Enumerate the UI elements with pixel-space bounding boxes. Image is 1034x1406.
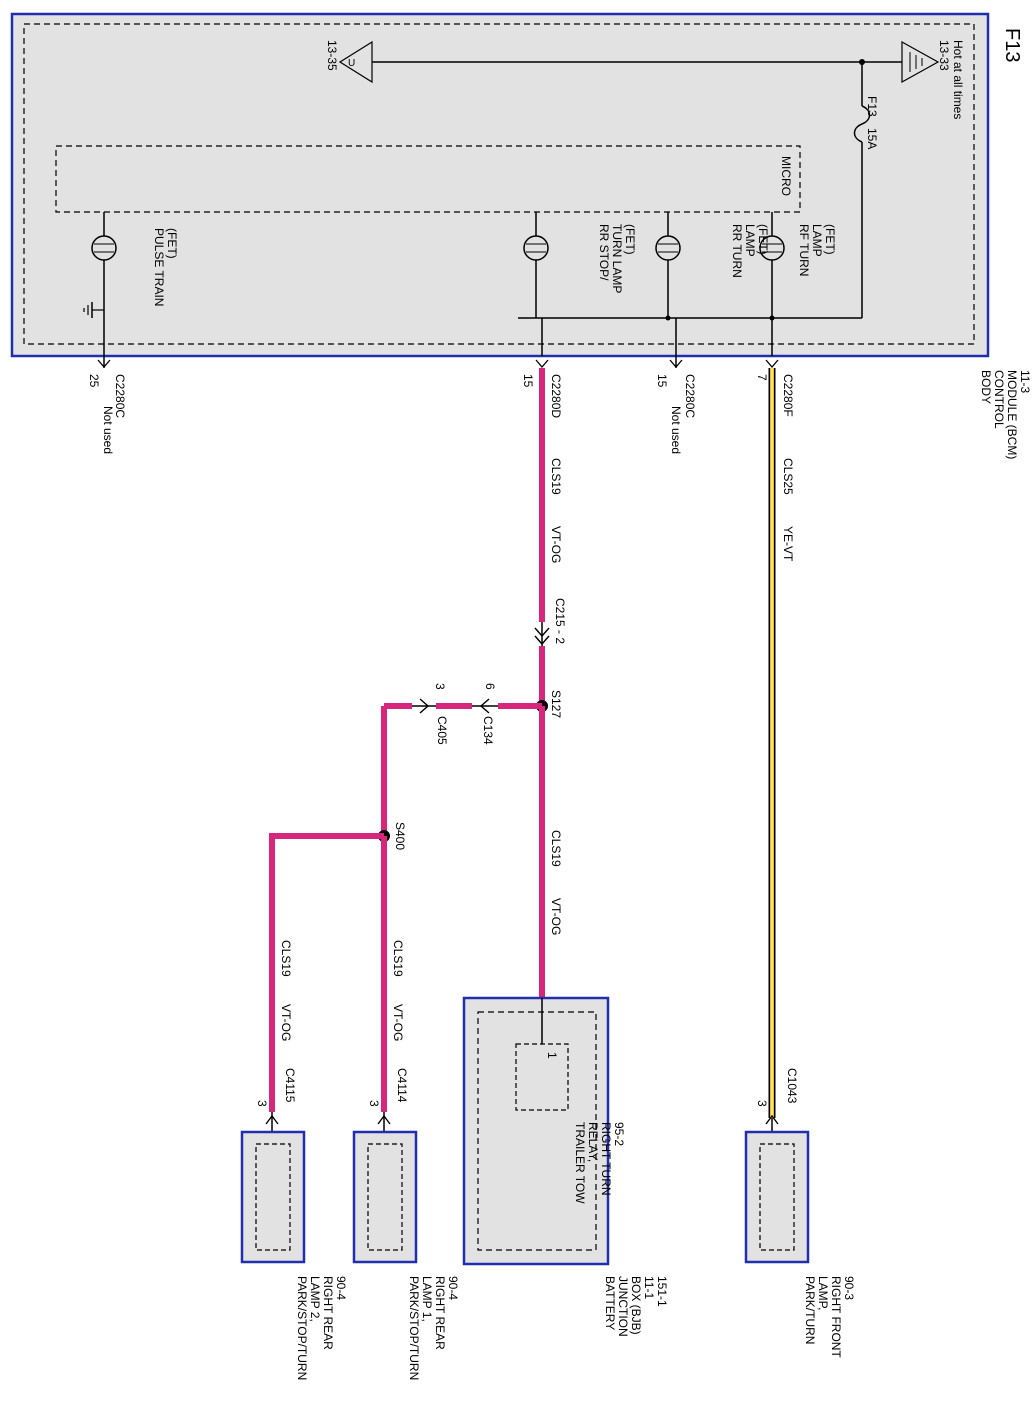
hot-at-all-times-label: Hot at all times — [951, 40, 965, 119]
c2280f-pin: 7 — [755, 374, 769, 381]
fet-pulse-train-label: PULSE TRAIN(FET) — [152, 228, 179, 306]
wire-lamp2-color: VT-OG — [279, 1004, 293, 1041]
c2280c-25-name: C2280C — [113, 374, 127, 418]
bcm-title: BODYCONTROLMODULE (BCM)11-3151-22 — [979, 370, 1034, 459]
c2280c-15-name: C2280C — [683, 374, 697, 418]
s127-label: S127 — [549, 690, 563, 718]
c2280d-pin: 15 — [521, 374, 535, 388]
micro-box — [55, 145, 801, 213]
c2280c-15-pin: 15 — [655, 374, 669, 388]
wire-to-bjb-circuit: CLS19 — [549, 830, 563, 867]
trailer-tow-relay-box — [515, 1043, 569, 1111]
bjb-title: BATTERYJUNCTIONBOX (BJB)11-1151-1 — [603, 1276, 669, 1337]
fet-rr-stop-turn — [523, 212, 549, 356]
c215-label: C215 - 2 — [553, 598, 567, 644]
wire-front-circuit: CLS25 — [781, 458, 795, 495]
c134-pin: 6 — [483, 683, 497, 690]
c405-connector-icon — [419, 698, 430, 714]
lamp-rear-2-title: PARK/STOP/TURNLAMP 2,RIGHT REAR90-4 — [295, 1276, 348, 1380]
wire-front-color: YE-VT — [781, 526, 795, 562]
lamp-rear-1-box — [352, 1130, 418, 1264]
fet-rr-turn — [655, 212, 681, 356]
lamp-right-front-box — [744, 1130, 810, 1264]
lamp-rear-1-inner — [367, 1143, 403, 1251]
c1043-pin: 3 — [755, 1100, 769, 1107]
c4114-pin: 3 — [367, 1100, 381, 1107]
lamp-right-front-inner — [759, 1143, 795, 1251]
ground-icon — [83, 302, 93, 318]
c4115-pin: 3 — [255, 1100, 269, 1107]
lamp-right-front-connector — [765, 1114, 779, 1132]
s400-label: S400 — [393, 822, 407, 850]
c2280d-connector-icon — [535, 359, 549, 368]
trailer-tow-relay-label: TRAILER TOWRELAY,RIGHT TURN95-2 — [573, 1122, 626, 1204]
lamp-rear-2-inner — [255, 1143, 291, 1251]
bjb-inner-dashed — [477, 1011, 597, 1251]
fuse-name: F13 — [865, 96, 879, 117]
fet-pulse-train — [91, 212, 117, 356]
fet-rr-turn-label: RR TURNLAMP(FET) — [730, 224, 770, 278]
ref-out-label: 13-35 — [325, 40, 339, 71]
bjb-box — [462, 996, 610, 1266]
wire-rear-lamp2 — [269, 833, 384, 1112]
lamp-rear-1-connector — [377, 1112, 391, 1132]
bcm-inner-dashed — [23, 23, 975, 345]
lamp-rear-1-title: PARK/STOP/TURNLAMP 1,RIGHT REAR90-4 — [407, 1276, 460, 1380]
micro-label: MICRO — [779, 156, 793, 196]
lamp-rear-2-connector — [265, 1112, 279, 1132]
power-out-arrow-icon: U — [338, 40, 373, 84]
c4115-name: C4115 — [283, 1068, 297, 1103]
c405-label: C405 — [435, 716, 449, 745]
fet-rf-turn-label: RF TURNLAMP(FET) — [797, 224, 837, 276]
c2280f-name: C2280F — [781, 374, 795, 417]
c2280c-15-note: Not used — [669, 406, 683, 454]
page-code: F13 — [1001, 28, 1023, 62]
ref-in-label: 13-33 — [937, 40, 951, 71]
fuse-icon — [853, 105, 871, 143]
c4114-name: C4114 — [395, 1068, 409, 1103]
wire-rear-main-color: VT-OG — [549, 526, 563, 563]
c2280f-connector-icon — [765, 359, 779, 368]
c134-label: C134 — [481, 716, 495, 745]
svg-text:U: U — [348, 58, 355, 69]
wire-rear-main-circuit: CLS19 — [549, 458, 563, 495]
wire-to-bjb-color: VT-OG — [549, 898, 563, 935]
fuse-rating: 15A — [865, 128, 879, 149]
c2280c-25-note: Not used — [101, 406, 115, 454]
fet-rf-turn — [759, 212, 785, 356]
c134-connector-icon — [479, 698, 490, 714]
fet-rr-stop-turn-label: RR STOP/TURN LAMP(FET) — [597, 224, 637, 293]
c405-pin: 3 — [433, 683, 447, 690]
wire-lamp2-circuit: CLS19 — [279, 940, 293, 977]
bcm-module-box — [10, 12, 990, 358]
lamp-rear-2-box — [240, 1130, 306, 1264]
c2280d-name: C2280D — [549, 374, 563, 418]
c1043-name: C1043 — [785, 1068, 799, 1104]
lamp-right-front-title: PARK/TURNLAMP,RIGHT FRONT90-3 — [803, 1276, 856, 1358]
c2280c-25-pin: 25 — [87, 374, 101, 388]
bjb-pin: 1 — [545, 1052, 559, 1059]
wire-lamp1-color: VT-OG — [391, 1004, 405, 1041]
wire-lamp1-circuit: CLS19 — [391, 940, 405, 977]
